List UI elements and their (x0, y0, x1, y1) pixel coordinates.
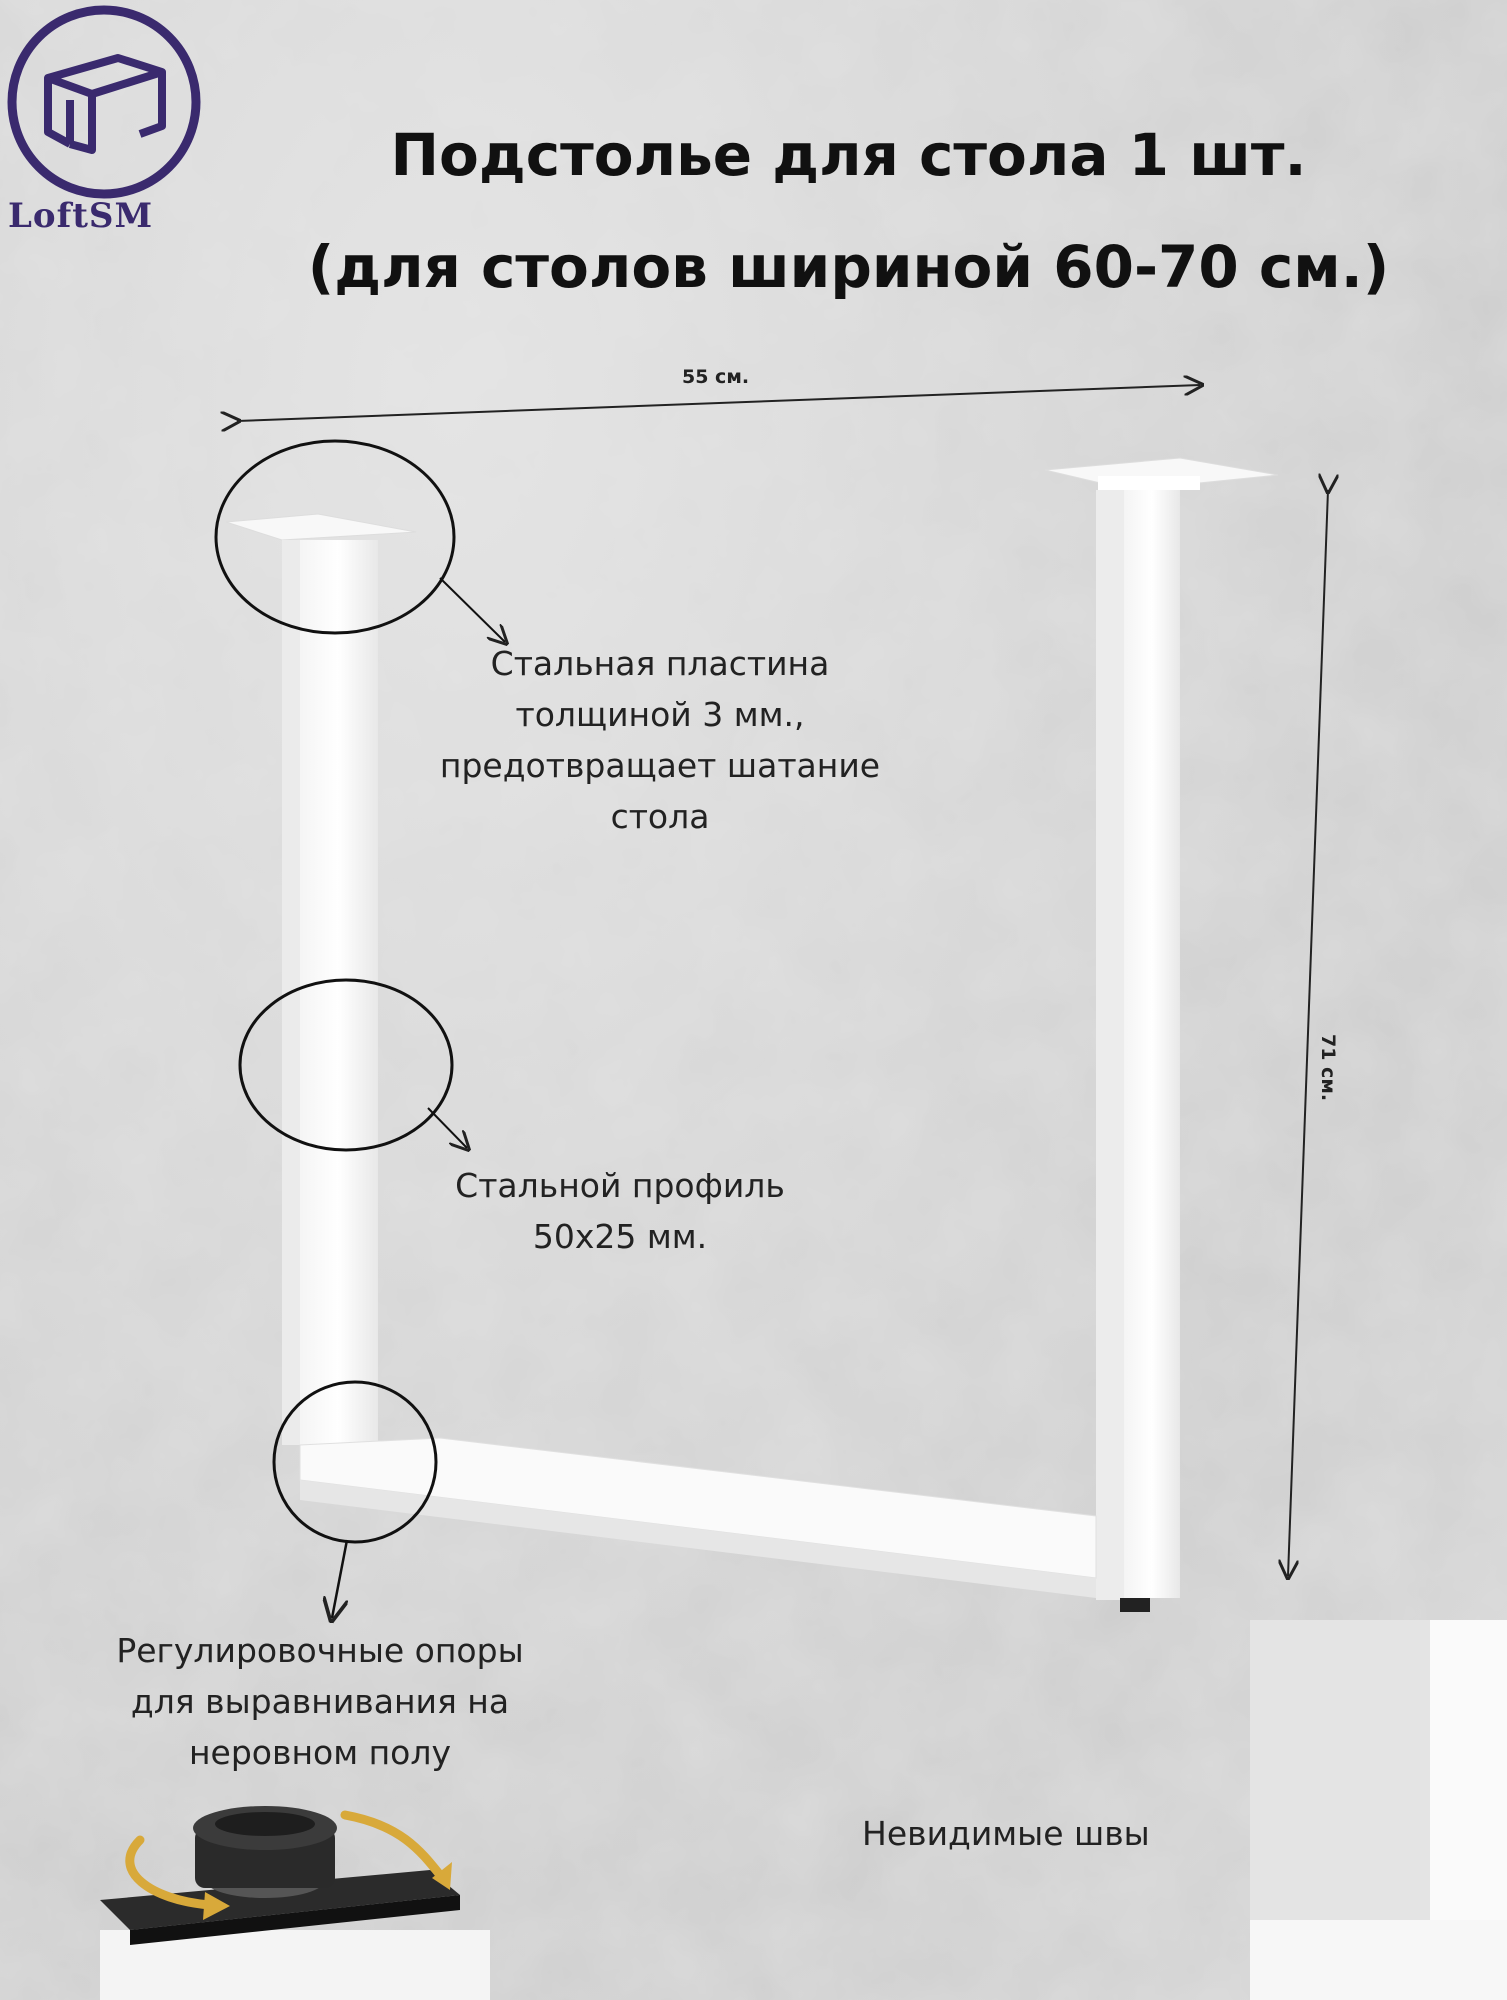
feet-line1: Регулировочные опоры (116, 1631, 524, 1670)
plate-line1: Стальная пластина (490, 644, 830, 683)
profile-callout-circle (238, 978, 454, 1152)
logo-table-icon (7, 5, 201, 199)
page-title-line2: (для столов шириной 60-70 см.) (307, 233, 1390, 301)
bottom-crossbar (299, 1437, 1097, 1598)
feet-line2: для выравнивания на (130, 1682, 510, 1721)
profile-line2: 50х25 мм. (532, 1217, 708, 1256)
feet-line3: неровном полу (188, 1733, 451, 1772)
brand-name: LoftSM (8, 196, 154, 236)
right-leg (1044, 457, 1279, 1612)
feet-callout-text: Регулировочные опоры для выравнивания на… (40, 1625, 600, 1778)
width-dimension-label: 55 см. (682, 366, 750, 388)
rotate-arrow-icon (125, 1810, 445, 1910)
plate-callout-circle (214, 439, 456, 635)
adjustable-foot-photo (100, 1806, 490, 2000)
plate-line4: стола (610, 797, 710, 836)
plate-line3: предотвращает шатание (439, 746, 881, 785)
invisible-seams-text: Невидимые швы (862, 1814, 1150, 1853)
page-title-line1: Подстолье для стола 1 шт. (390, 121, 1307, 189)
profile-callout-text: Стальной профиль 50х25 мм. (390, 1160, 850, 1262)
height-dimension-line (1288, 490, 1328, 1576)
plate-line2: толщиной 3 мм., (515, 695, 805, 734)
left-leg (225, 513, 417, 1492)
plate-callout-text: Стальная пластина толщиной 3 мм., предот… (360, 638, 960, 842)
height-dimension-label: 71 см. (1317, 1034, 1339, 1102)
invisible-seams-photo (1250, 1620, 1507, 2000)
width-dimension-line (237, 385, 1200, 421)
feet-callout-circle (272, 1380, 438, 1544)
profile-line1: Стальной профиль (455, 1166, 785, 1205)
